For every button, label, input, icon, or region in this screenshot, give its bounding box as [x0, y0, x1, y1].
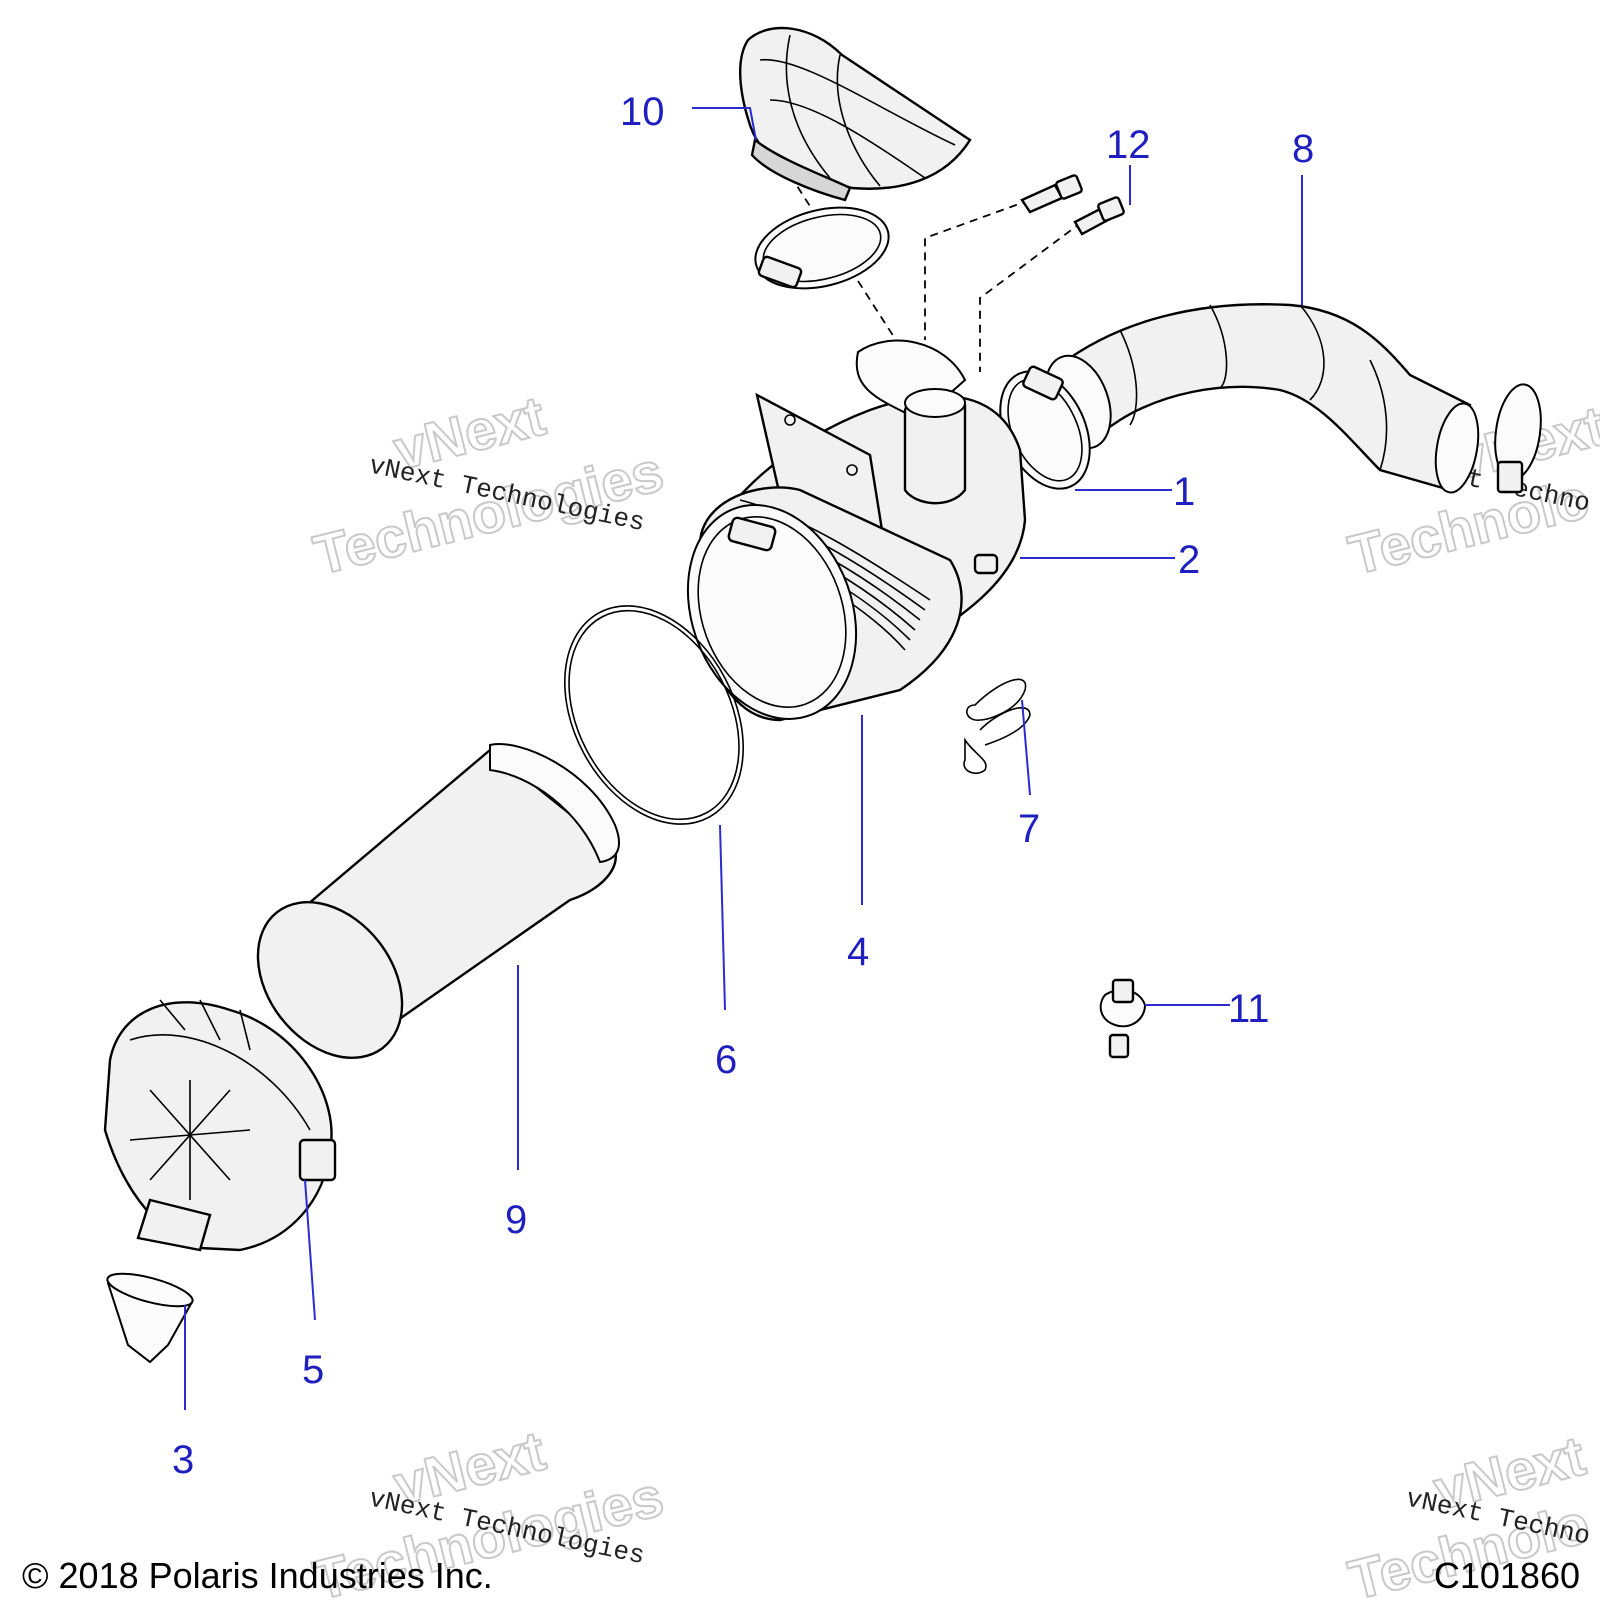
watermark-top-left: vNext Technologies vNext Technologies: [307, 383, 670, 588]
callout-9: 9: [505, 1198, 527, 1242]
drawing-id: C101860: [1434, 1555, 1580, 1596]
part-3-dust-valve: [106, 1272, 194, 1364]
callout-11: 11: [1228, 987, 1270, 1031]
guide-line-intake-duct: [789, 174, 961, 441]
callout-1: 1: [1173, 470, 1195, 514]
callout-labels: 1 2 3 4 5 6 7 8 9 10 11 12: [172, 90, 1314, 1482]
part-9-air-filter: [256, 743, 620, 1059]
hose-clamp-upper: [754, 206, 890, 290]
leader-line-7: [1021, 699, 1031, 796]
callout-12: 12: [1106, 123, 1151, 167]
callout-7: 7: [1018, 807, 1040, 851]
part-5-filter-cover: [103, 999, 337, 1252]
callout-2: 2: [1178, 538, 1200, 582]
part-6-o-ring: [564, 605, 744, 825]
part-7-spring-clip: [963, 678, 1031, 775]
copyright-text: © 2018 Polaris Industries Inc.: [22, 1555, 493, 1596]
guide-line-bolt-b: [979, 221, 1083, 372]
assembly-guide-lines: [789, 174, 1083, 441]
leader-line-5: [304, 1179, 316, 1321]
part-11-bolt-clip: [1099, 978, 1147, 1059]
part-8-outlet-hose: [1044, 303, 1480, 494]
part-10-intake-elbow: [739, 26, 972, 202]
callout-3: 3: [172, 1438, 194, 1482]
leader-line-10: [692, 107, 757, 141]
callout-10: 10: [620, 90, 665, 134]
callout-8: 8: [1292, 127, 1314, 171]
part-1-hose-clamp: [999, 365, 1091, 490]
leader-line-6: [719, 824, 726, 1011]
guide-line-bolt-a: [924, 199, 1031, 340]
part-4-ribbed-housing: [686, 486, 963, 722]
callout-5: 5: [302, 1348, 324, 1392]
part-12-bolts: [1020, 174, 1125, 236]
callout-6: 6: [715, 1038, 737, 1082]
leader-lines: [184, 107, 1303, 1410]
hose-clamp-right: [1494, 383, 1542, 494]
callout-4: 4: [847, 930, 869, 974]
